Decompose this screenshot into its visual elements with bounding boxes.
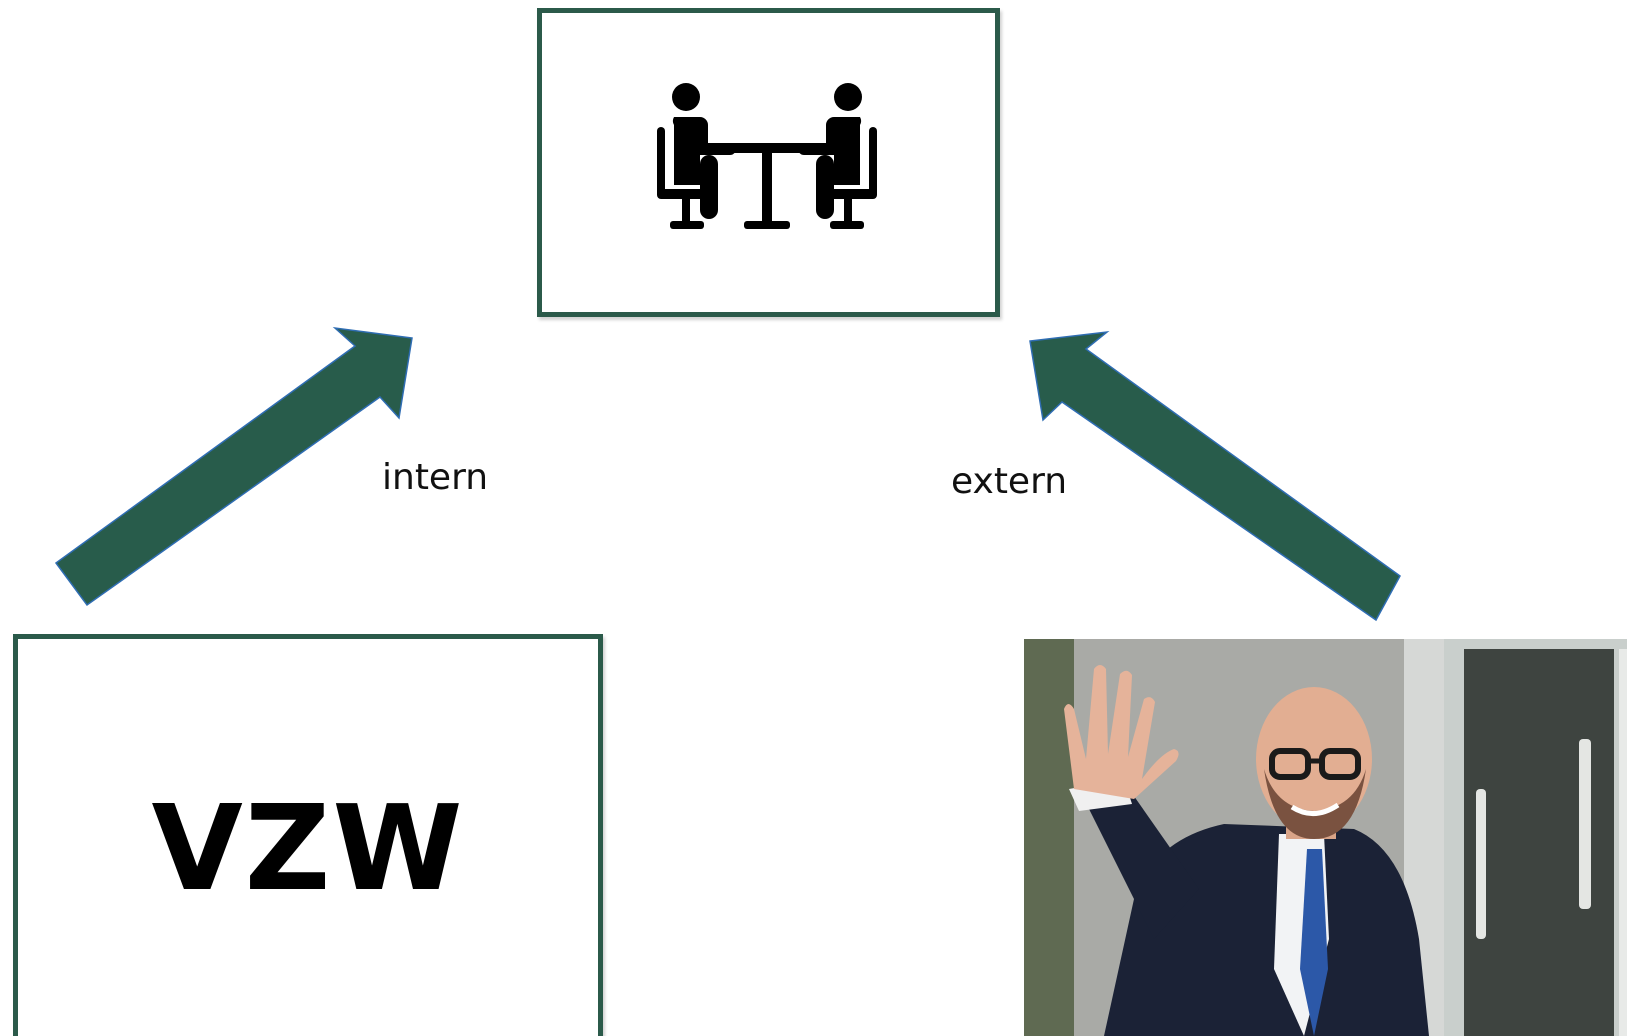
intern-label: intern — [382, 457, 489, 498]
meeting-box — [537, 8, 1000, 317]
intern-arrow — [54, 326, 413, 607]
extern-arrow — [1029, 330, 1401, 622]
extern-label: extern — [951, 461, 1068, 502]
vzw-box: VZW — [13, 634, 603, 1036]
waving-man-photo — [1024, 639, 1627, 1036]
meeting-table-icon — [657, 83, 877, 229]
vzw-label: VZW — [151, 779, 465, 917]
